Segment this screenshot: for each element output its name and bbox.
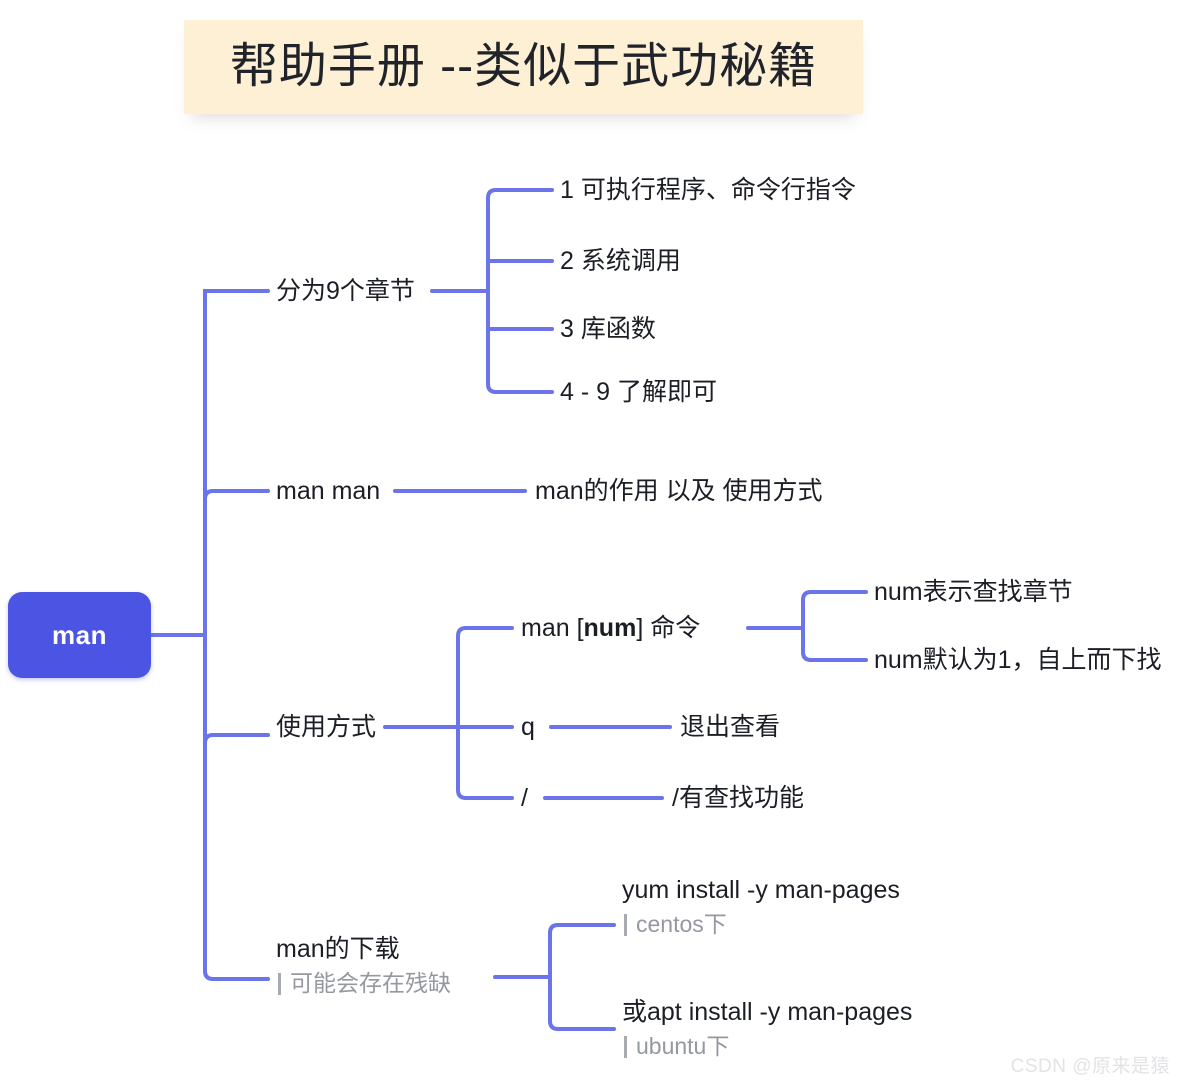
node-download-note: 可能会存在残缺 (276, 970, 451, 997)
node-usage[interactable]: 使用方式 (276, 713, 376, 741)
node-num-meaning[interactable]: num表示查找章节 (874, 578, 1073, 606)
wire-l1-manman (203, 484, 270, 500)
node-chapters-label: 分为9个章节 (276, 277, 415, 305)
node-usage-label: 使用方式 (276, 713, 377, 741)
node-man-num-cmd-prefix: man [ (521, 614, 584, 642)
node-install-yum[interactable]: yum install -y man-pages centos下 (622, 876, 900, 938)
csdn-watermark: CSDN @原来是猿 (1010, 1056, 1170, 1077)
node-chapter-4-label: 4 - 9 了解即可 (560, 378, 717, 406)
node-install-apt-note: ubuntu下 (622, 1033, 912, 1060)
node-install-yum-note: centos下 (622, 911, 900, 938)
wire-l1-usage (203, 727, 270, 744)
node-chapter-3[interactable]: 3 库函数 (560, 315, 656, 343)
node-num-meaning-label: num表示查找章节 (874, 578, 1073, 606)
node-man-num-cmd-bold: num (583, 614, 637, 642)
root-node-man[interactable]: man (8, 592, 151, 678)
node-chapter-1[interactable]: 1 可执行程序、命令行指令 (560, 176, 856, 204)
node-install-yum-label: yum install -y man-pages (622, 876, 900, 904)
page-title: 帮助手册 --类似于武功秘籍 (229, 40, 818, 93)
node-key-q[interactable]: q (521, 713, 535, 741)
node-chapter-2[interactable]: 2 系统调用 (560, 247, 681, 275)
wire-main-spine (203, 289, 215, 981)
node-man-man-desc[interactable]: man的作用 以及 使用方式 (535, 477, 823, 505)
node-num-default[interactable]: num默认为1，自上而下找 (874, 646, 1162, 674)
node-key-q-label: q (521, 713, 535, 741)
node-chapter-3-label: 3 库函数 (560, 315, 656, 343)
title-banner: 帮助手册 --类似于武功秘籍 (184, 20, 863, 114)
node-download-label: man的下载 (276, 935, 400, 963)
node-install-apt[interactable]: 或apt install -y man-pages ubuntu下 (622, 998, 912, 1060)
node-num-default-label: num默认为1，自上而下找 (874, 646, 1162, 674)
node-chapters[interactable]: 分为9个章节 (276, 277, 415, 305)
node-key-slash-label: / (521, 784, 528, 812)
node-q-desc[interactable]: 退出查看 (680, 713, 780, 741)
node-man-man-desc-label: man的作用 以及 使用方式 (535, 477, 823, 505)
node-man-num-cmd-label: man [num] 命令 (521, 614, 700, 642)
node-install-apt-label: 或apt install -y man-pages (622, 998, 913, 1026)
node-slash-desc-label: /有查找功能 (672, 784, 804, 812)
wire-download-spine (548, 923, 560, 1031)
node-man-man[interactable]: man man (276, 477, 380, 505)
node-man-num-cmd-suffix: ] 命令 (636, 614, 701, 642)
wire-num-spine (801, 590, 813, 662)
node-chapter-2-label: 2 系统调用 (560, 247, 681, 275)
node-q-desc-label: 退出查看 (680, 713, 781, 741)
node-download[interactable]: man的下载 可能会存在残缺 (276, 935, 451, 997)
node-chapter-1-label: 1 可执行程序、命令行指令 (560, 176, 856, 204)
node-man-num-cmd[interactable]: man [num] 命令 (521, 614, 700, 642)
wire-chapters-spine (486, 188, 498, 394)
root-node-label: man (52, 619, 107, 650)
node-slash-desc[interactable]: /有查找功能 (672, 784, 804, 812)
node-man-man-label: man man (276, 477, 381, 505)
node-chapter-4[interactable]: 4 - 9 了解即可 (560, 378, 717, 406)
node-key-slash[interactable]: / (521, 784, 528, 812)
wire-usage-spine (456, 626, 468, 800)
